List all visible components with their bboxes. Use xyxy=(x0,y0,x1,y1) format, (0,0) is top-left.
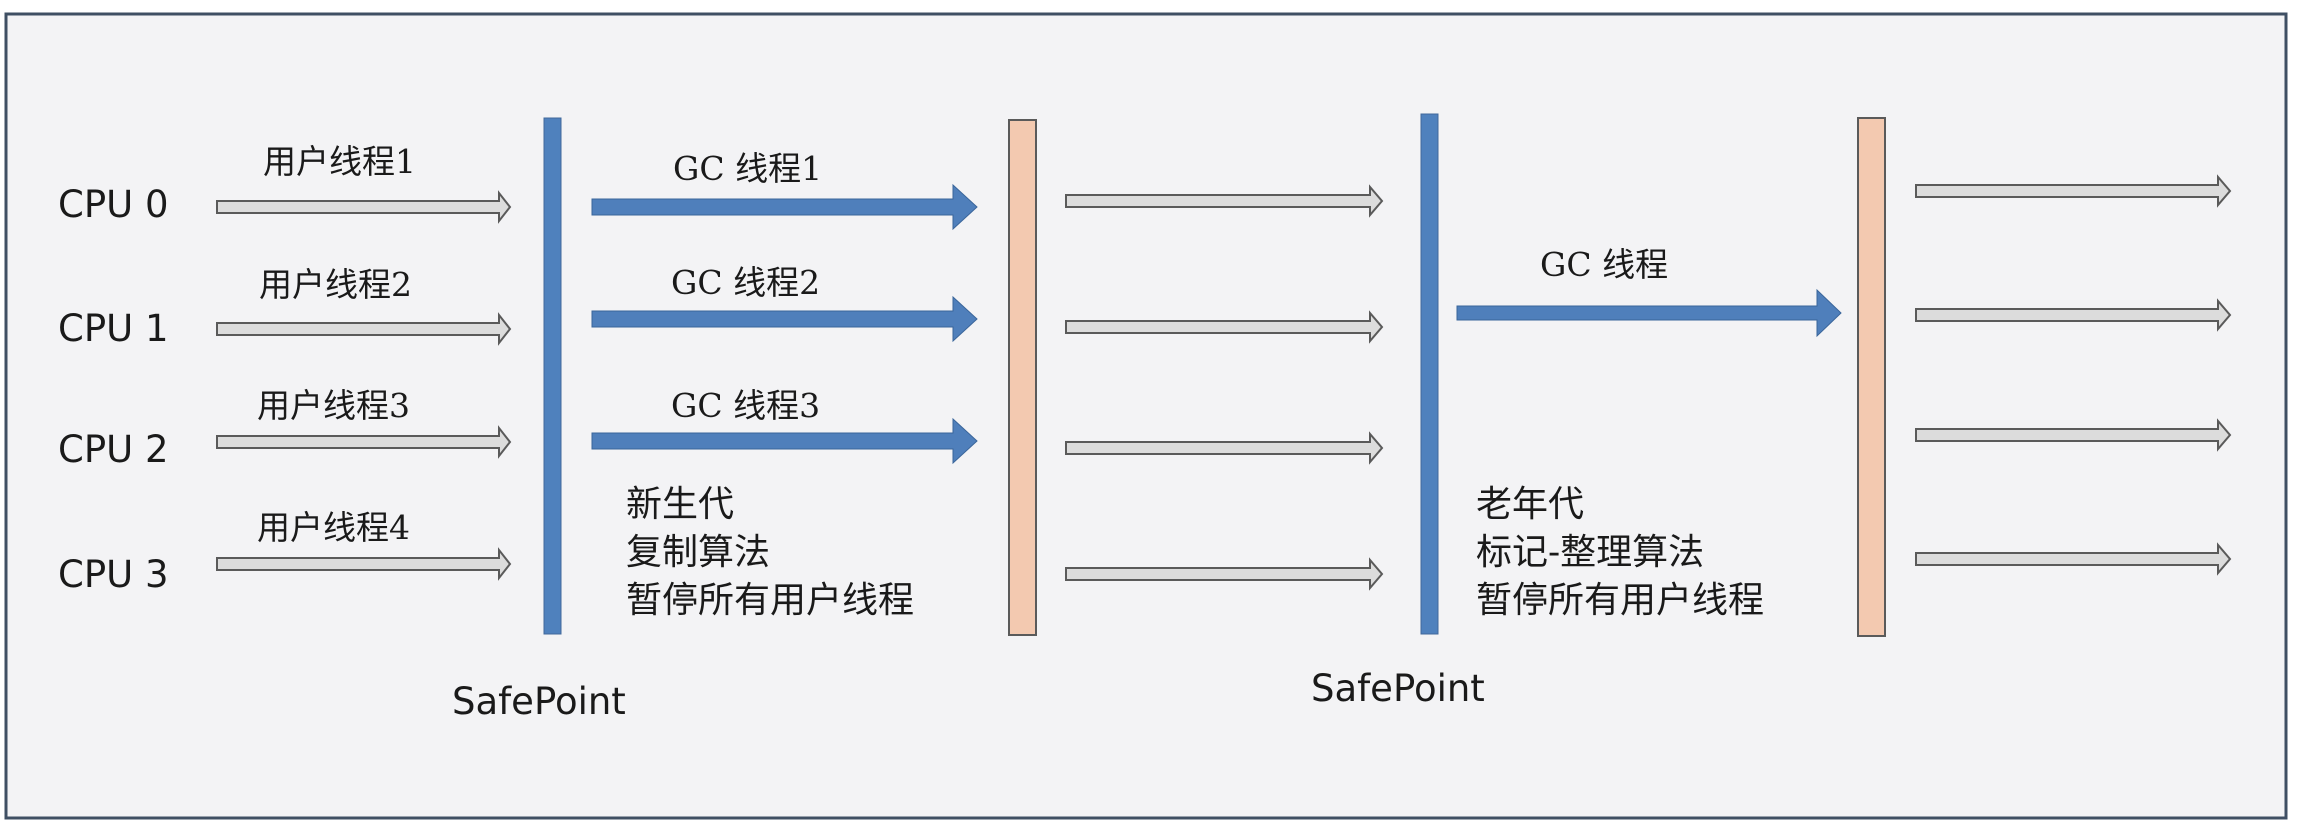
resumed-arrow-1-cpu2 xyxy=(1065,431,1384,465)
old-gen-note-line-2: 标记-整理算法 xyxy=(1476,532,1705,573)
user-thread-arrow-cpu2 xyxy=(216,425,512,459)
cpu-label-2: CPU 2 xyxy=(58,428,169,471)
young-gen-note-line-2: 复制算法 xyxy=(626,532,771,573)
gc-arrow-2 xyxy=(591,295,978,343)
cpu-label-0: CPU 0 xyxy=(58,183,169,226)
old-gen-note-line-3: 暂停所有用户线程 xyxy=(1476,580,1765,621)
young-gc-arrows xyxy=(591,183,978,465)
resumed-arrow-2-cpu3 xyxy=(1915,542,2232,576)
gc-thread-label-1: GC 线程1 xyxy=(673,149,823,188)
resumed-arrow-1-cpu0 xyxy=(1065,184,1384,218)
user-thread-label-2: 用户线程2 xyxy=(259,265,412,304)
resumed-thread-arrows-1 xyxy=(1065,184,1384,591)
safepoint-bar-1 xyxy=(543,117,562,635)
user-thread-arrow-cpu1 xyxy=(216,312,512,346)
resumed-arrow-2-cpu1 xyxy=(1915,298,2232,332)
old-gen-note: 老年代 标记-整理算法 暂停所有用户线程 xyxy=(1476,481,1764,625)
old-gen-note-line-1: 老年代 xyxy=(1476,484,1585,525)
user-thread-label-3: 用户线程3 xyxy=(257,386,410,425)
safepoint-label-1: SafePoint xyxy=(452,680,626,723)
diagram-frame xyxy=(4,12,2288,820)
old-gen-gc-arrow xyxy=(1456,288,1842,338)
cpu-label-1: CPU 1 xyxy=(58,307,169,350)
resumed-arrow-2-cpu0 xyxy=(1915,174,2232,208)
user-thread-arrow-cpu3 xyxy=(216,547,512,581)
resume-bar-2 xyxy=(1857,117,1886,637)
young-gen-note-line-3: 暂停所有用户线程 xyxy=(626,580,915,621)
user-thread-label-1: 用户线程1 xyxy=(263,142,416,181)
safepoint-bar-2 xyxy=(1420,113,1439,635)
young-gen-note-line-1: 新生代 xyxy=(626,484,735,525)
resumed-arrow-1-cpu3 xyxy=(1065,557,1384,591)
old-gen-gc-thread-label: GC 线程 xyxy=(1540,245,1669,284)
resumed-arrow-1-cpu1 xyxy=(1065,310,1384,344)
user-thread-arrows xyxy=(216,190,512,581)
cpu-label-3: CPU 3 xyxy=(58,553,169,596)
gc-thread-label-2: GC 线程2 xyxy=(671,263,821,302)
safepoint-label-2: SafePoint xyxy=(1311,667,1485,710)
gc-thread-label-3: GC 线程3 xyxy=(671,386,821,425)
gc-arrow-1 xyxy=(591,183,978,231)
resume-bar-1 xyxy=(1008,119,1037,636)
young-gen-note: 新生代 复制算法 暂停所有用户线程 xyxy=(626,481,914,625)
user-thread-label-4: 用户线程4 xyxy=(257,508,410,547)
user-thread-arrow-cpu0 xyxy=(216,190,512,224)
resumed-thread-arrows-2 xyxy=(1915,174,2232,576)
resumed-arrow-2-cpu2 xyxy=(1915,418,2232,452)
gc-arrow-3 xyxy=(591,417,978,465)
